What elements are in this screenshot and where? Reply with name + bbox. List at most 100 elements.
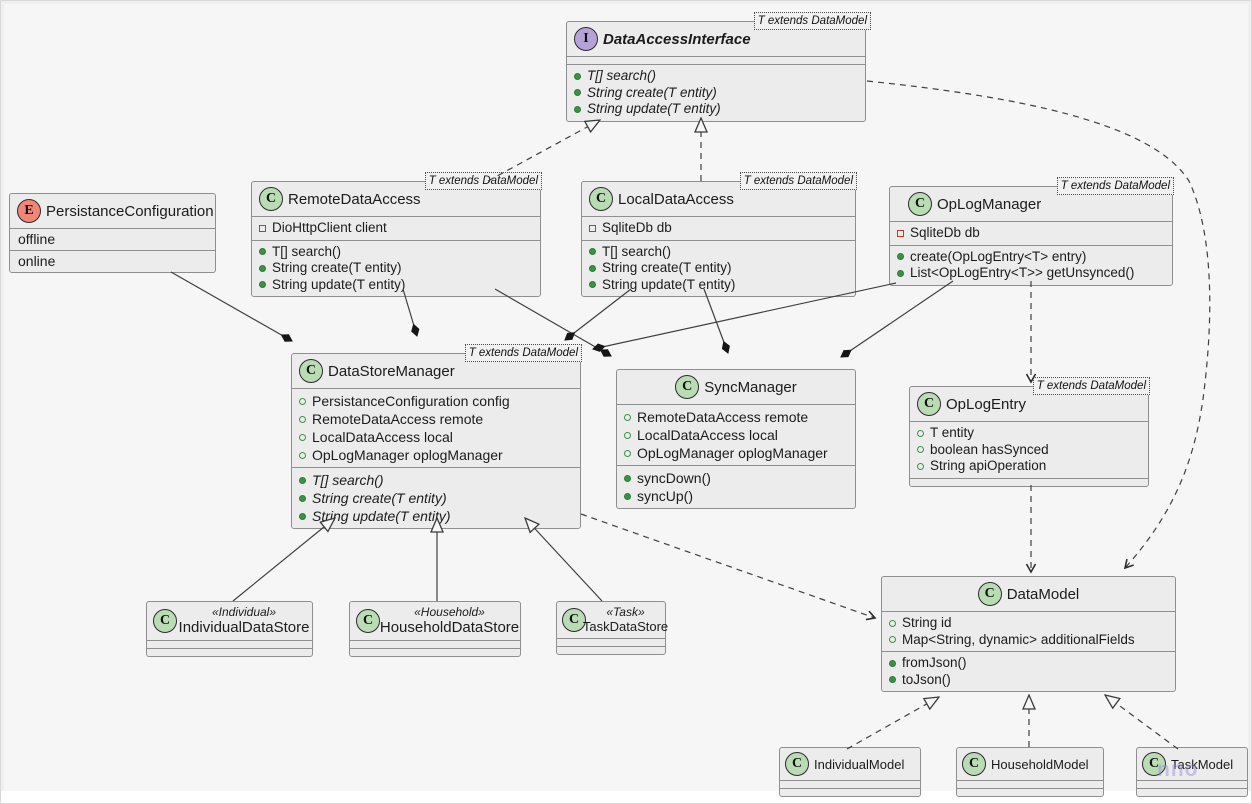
fields-section-empty [557, 638, 665, 646]
class-name: DataAccessInterface [603, 30, 751, 48]
stereotype-label: «Household» [414, 605, 485, 619]
class-icon: C [962, 752, 986, 776]
class-name: HouseholdModel [991, 756, 1089, 772]
class-individualmodel[interactable]: C IndividualModel [779, 747, 921, 797]
fields-section: T entity boolean hasSynced String apiOpe… [910, 421, 1148, 478]
method-row: String update(T entity) [299, 507, 573, 525]
methods-section-empty [957, 788, 1103, 796]
method-row: fromJson() [889, 655, 1168, 672]
field-row: LocalDataAccess local [624, 426, 848, 444]
class-name: RemoteDataAccess [288, 190, 421, 208]
class-icon: C [917, 392, 941, 416]
field-row: boolean hasSynced [917, 442, 1141, 459]
class-name: PersistanceConfiguration [46, 202, 214, 220]
class-name: IndividualModel [814, 756, 905, 772]
class-localdataaccess[interactable]: T extends DataModel C LocalDataAccess Sq… [581, 172, 857, 297]
public-method-marker [897, 253, 904, 261]
public-method-marker [889, 676, 896, 684]
methods-section: syncDown() syncUp() [617, 465, 855, 508]
method-row: T[] search() [259, 244, 533, 261]
methods-section: T[] search() String create(T entity) Str… [582, 239, 855, 297]
class-icon: C [356, 609, 380, 633]
field-row: SqliteDb db [589, 220, 848, 237]
method-row: T[] search() [299, 471, 573, 489]
public-field-marker [624, 413, 631, 421]
fields-section: SqliteDb db [582, 216, 855, 240]
field-row: RemoteDataAccess remote [624, 408, 848, 426]
class-datamodel[interactable]: C DataModel String id Map<String, dynami… [881, 576, 1176, 692]
fields-section-empty [567, 56, 865, 64]
class-householddatastore[interactable]: C «Household» HouseholdDataStore [349, 601, 521, 657]
methods-section-empty [780, 788, 920, 796]
generic-type-label: T extends DataModel [464, 344, 582, 362]
class-individualdatastore[interactable]: C «Individual» IndividualDataStore [146, 601, 313, 657]
methods-section-empty [350, 648, 520, 656]
public-method-marker [624, 492, 631, 500]
fields-section: DioHttpClient client [252, 216, 540, 240]
edge-inheritance-taskdatastore-datastoremanager [525, 518, 603, 602]
public-field-marker [299, 415, 306, 423]
class-name: DataStoreManager [328, 362, 455, 380]
class-dataaccessinterface[interactable]: T extends DataModel I DataAccessInterfac… [566, 12, 871, 122]
public-method-marker [574, 105, 581, 113]
methods-section-empty [557, 646, 665, 654]
method-row: create(OpLogEntry<T> entry) [897, 249, 1165, 266]
public-method-marker [897, 269, 904, 277]
field-row: String id [889, 615, 1168, 632]
private-field-marker [897, 229, 904, 237]
public-method-marker [889, 659, 896, 667]
class-datastoremanager[interactable]: T extends DataModel C DataStoreManager P… [291, 344, 582, 529]
public-method-marker [259, 281, 266, 289]
field-row: OpLogManager oplogManager [624, 444, 848, 462]
edge-composition-localdataaccess-syncmanager [703, 288, 730, 354]
public-method-marker [589, 281, 596, 289]
class-name: OpLogEntry [946, 395, 1027, 413]
enum-value-row: offline [10, 228, 215, 250]
edge-realization-taskmodel-datamodel [1105, 695, 1179, 750]
class-name: TaskDataStore [582, 619, 669, 634]
public-method-marker [299, 476, 306, 484]
class-oplogentry[interactable]: T extends DataModel C OpLogEntry T entit… [909, 377, 1150, 487]
method-row: String create(T entity) [589, 260, 848, 277]
class-taskdatastore[interactable]: C «Task» TaskDataStore [556, 601, 669, 655]
fields-section: PersistanceConfiguration config RemoteDa… [292, 388, 580, 467]
methods-section: T[] search() String create(T entity) Str… [567, 64, 865, 121]
class-name: TaskModel [1171, 756, 1234, 772]
method-row: String create(T entity) [574, 85, 858, 102]
fields-section: SqliteDb db [890, 221, 1172, 245]
class-name: LocalDataAccess [618, 190, 734, 208]
public-field-marker [299, 397, 306, 405]
class-name: HouseholdDataStore [379, 619, 520, 636]
public-field-marker [917, 462, 924, 470]
method-row: toJson() [889, 672, 1168, 689]
generic-type-label: T extends DataModel [424, 172, 542, 190]
private-field-marker [589, 224, 596, 232]
class-remotedataaccess[interactable]: T extends DataModel C RemoteDataAccess D… [251, 172, 542, 297]
class-icon: C [675, 375, 700, 399]
method-row: String update(T entity) [589, 277, 848, 294]
class-syncmanager[interactable]: C SyncManager RemoteDataAccess remote Lo… [616, 369, 856, 509]
class-householdmodel[interactable]: C HouseholdModel [956, 747, 1104, 797]
public-field-marker [917, 429, 924, 437]
class-taskmodel[interactable]: C TaskModel [1136, 747, 1248, 797]
fields-section-empty [957, 780, 1103, 788]
fields-section-empty [780, 780, 920, 788]
method-row: syncDown() [624, 469, 848, 487]
field-row: DioHttpClient client [259, 220, 533, 237]
enum-value-row: online [10, 250, 215, 272]
method-row: String update(T entity) [259, 277, 533, 294]
class-icon: C [153, 609, 177, 633]
class-oplogmanager[interactable]: T extends DataModel C OpLogManager Sqlit… [889, 177, 1174, 286]
stereotype-label: «Individual» [211, 605, 277, 619]
public-field-marker [917, 446, 924, 454]
fields-section-empty [1137, 780, 1247, 788]
field-row: LocalDataAccess local [299, 428, 573, 446]
methods-section: T[] search() String create(T entity) Str… [292, 467, 580, 528]
class-icon: C [299, 359, 323, 383]
public-field-marker [624, 449, 631, 457]
fields-section: RemoteDataAccess remote LocalDataAccess … [617, 404, 855, 465]
enum-persistanceconfiguration[interactable]: E PersistanceConfiguration offline onlin… [9, 193, 216, 273]
fields-section: String id Map<String, dynamic> additiona… [882, 611, 1175, 651]
class-icon: C [589, 187, 613, 211]
public-method-marker [589, 248, 596, 256]
